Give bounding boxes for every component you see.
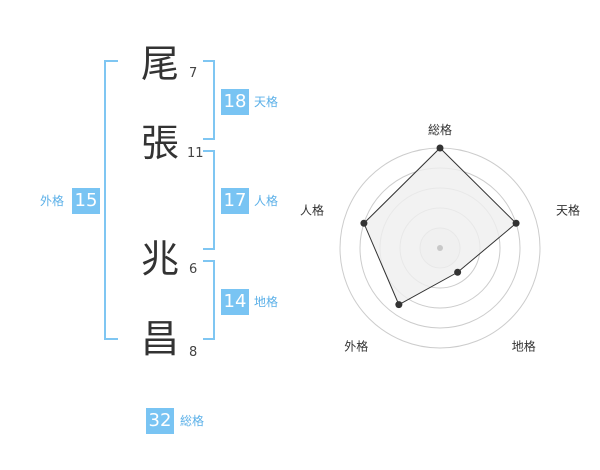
jinkaku-value: 17 [221,188,249,214]
name-char-1: 尾 [141,42,180,86]
soukaku-label: 総格 [180,414,205,428]
tenkaku-value: 18 [221,89,249,115]
radar-point-3 [454,268,462,276]
radar-axis-label-5: 人格 [300,202,324,217]
name-char-3: 兆 [141,237,180,281]
gaikaku-bracket [104,60,118,340]
stroke-count-3: 6 [189,262,198,277]
stroke-count-4: 8 [189,345,198,360]
radar-axis-label-2: 天格 [556,202,580,217]
radar-axis-label-4: 外格 [344,339,368,354]
chikaku-bracket [203,260,215,340]
soukaku-value: 32 [146,408,174,434]
radar-point-1 [436,144,444,152]
tenkaku-label: 天格 [254,95,279,109]
chikaku-label: 地格 [254,295,279,309]
radar-axis-label-3: 地格 [512,339,536,354]
radar-area [363,147,517,306]
name-char-2: 張 [141,121,180,165]
tenkaku-bracket [203,60,215,140]
stroke-count-2: 11 [187,146,204,161]
jinkaku-label: 人格 [254,194,279,208]
radar-point-2 [512,219,520,227]
gaikaku-label: 外格 [40,194,65,208]
radar-axis-label-1: 総格 [428,122,452,137]
jinkaku-bracket [203,150,215,250]
radar-point-4 [395,301,403,309]
radar-center [437,245,443,251]
gaikaku-value: 15 [72,188,100,214]
stroke-count-1: 7 [189,66,198,81]
radar-point-5 [360,219,368,227]
name-char-4: 昌 [141,317,180,361]
chikaku-value: 14 [221,289,249,315]
